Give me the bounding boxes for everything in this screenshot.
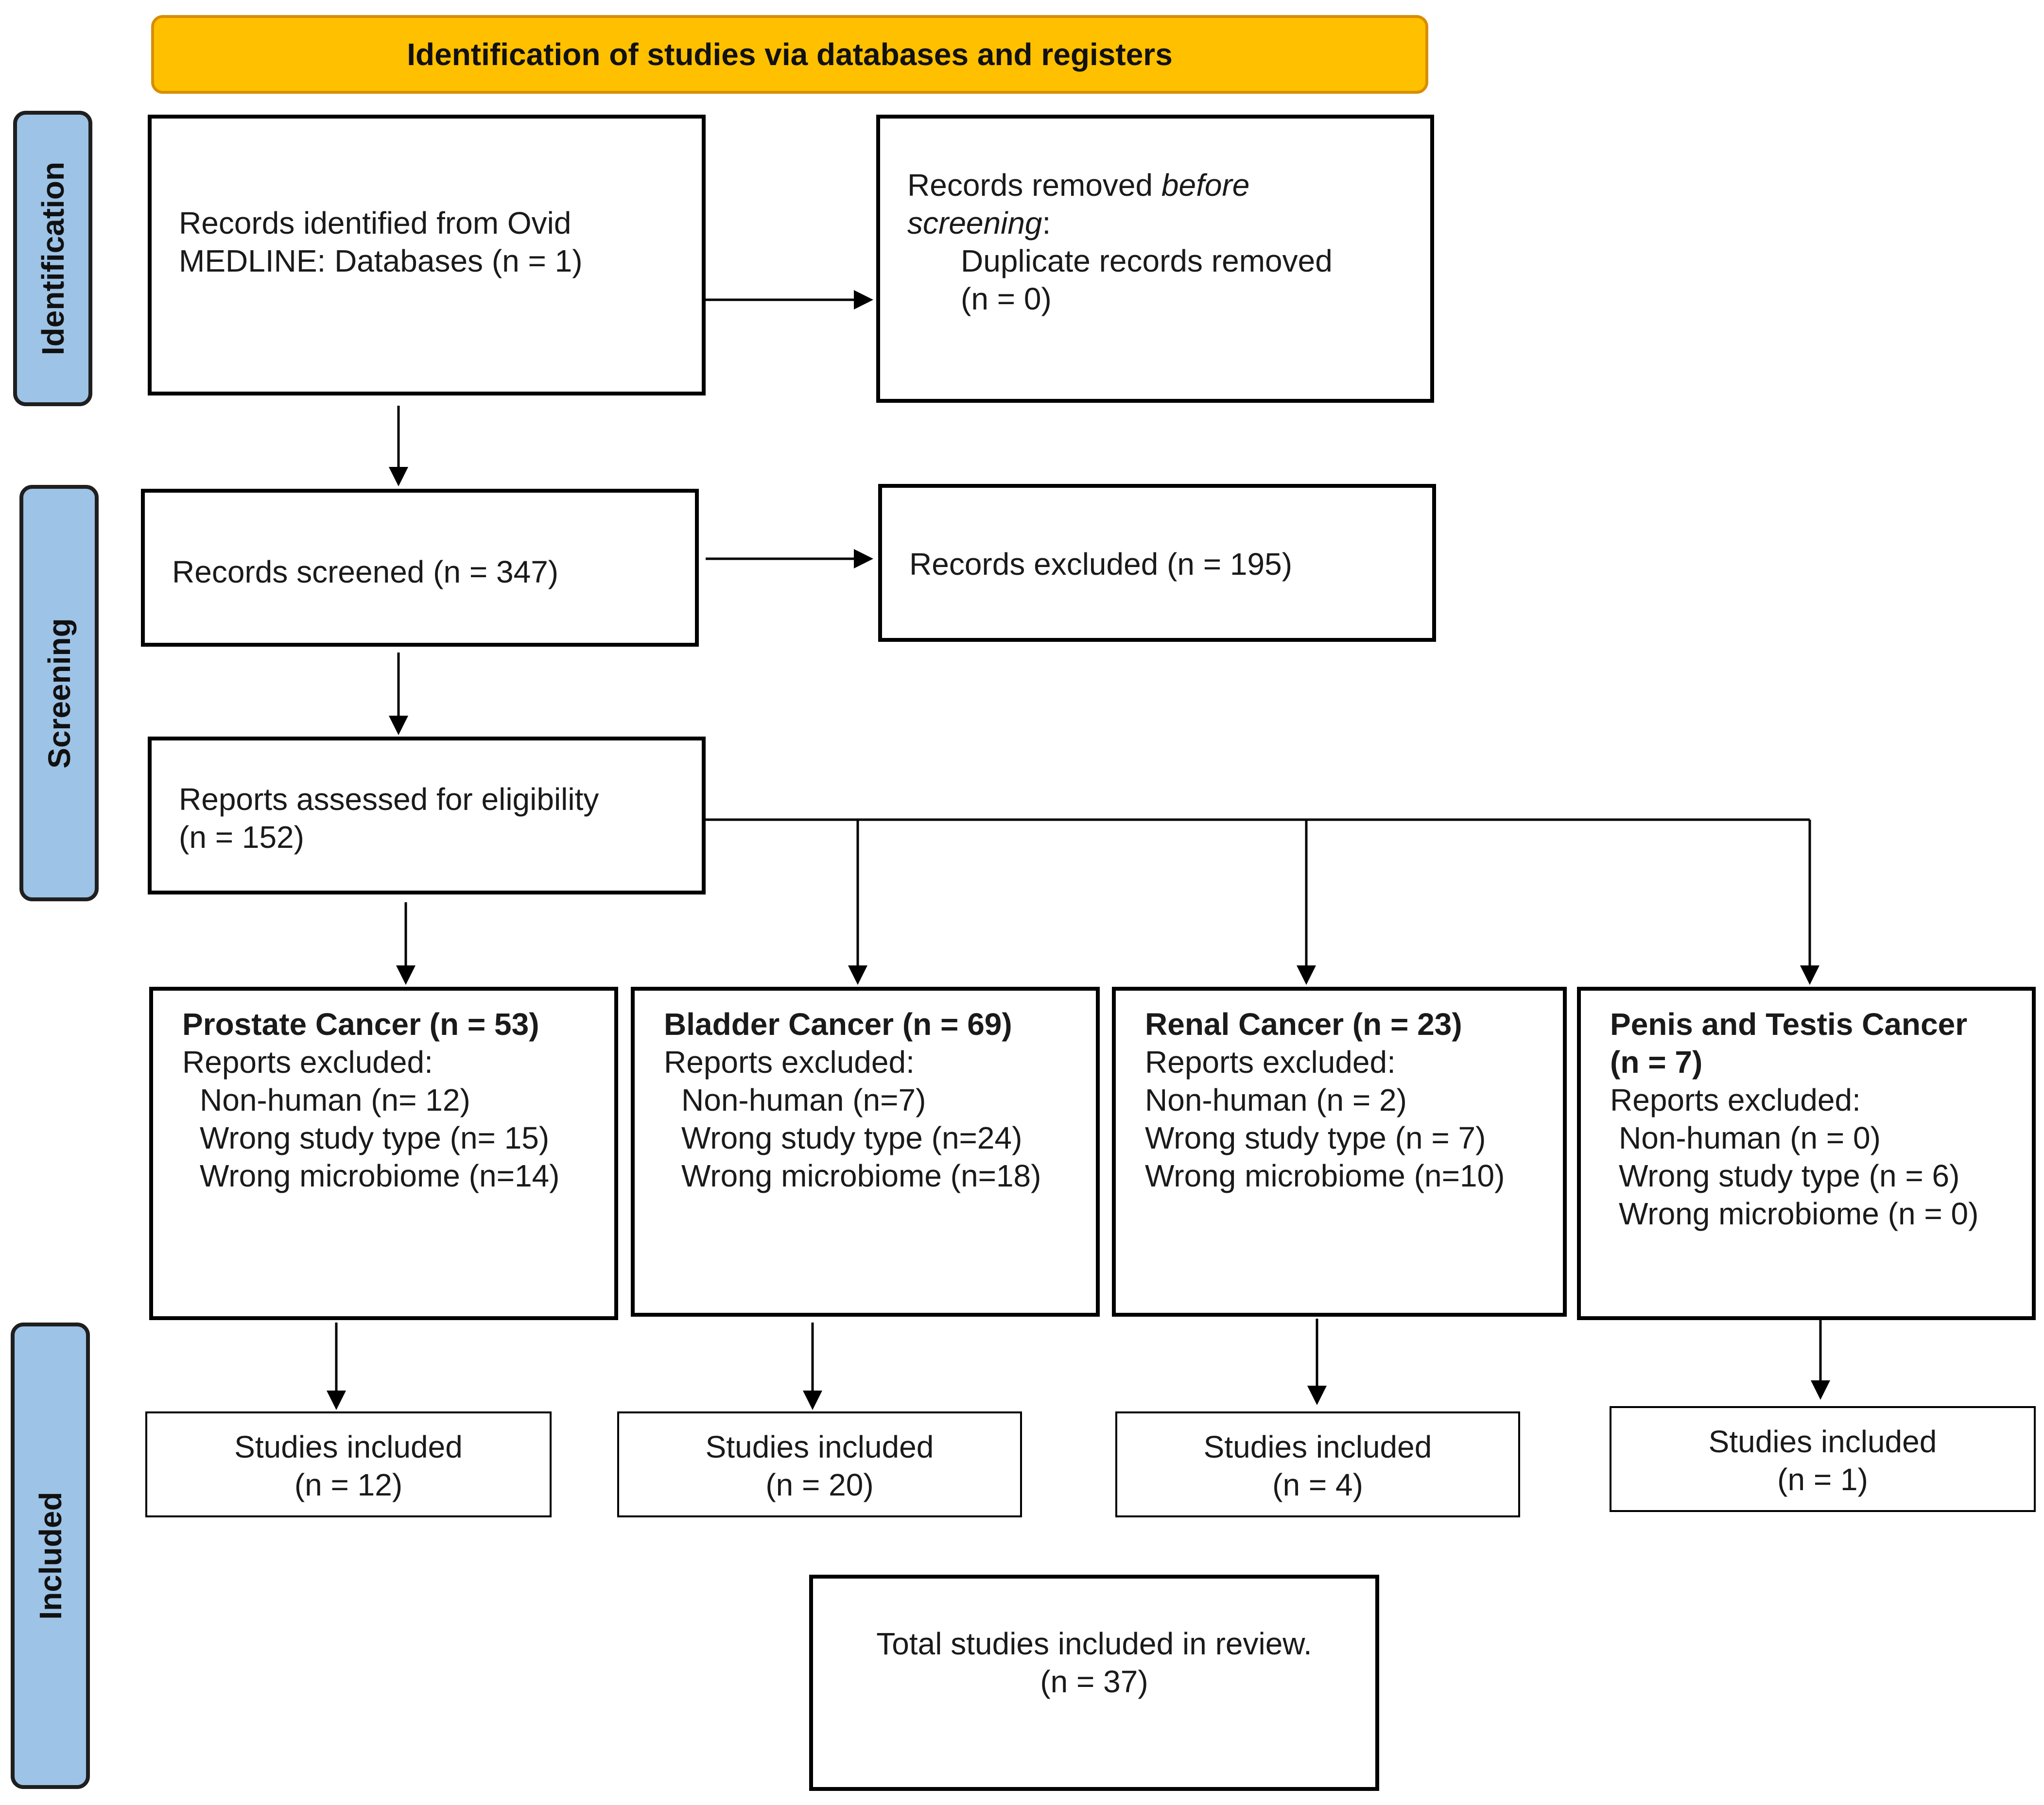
- records-identified-line2: MEDLINE: Databases (n = 1): [179, 243, 583, 278]
- phase-included: Included: [11, 1323, 90, 1789]
- records-screened-text: Records screened (n = 347): [172, 554, 559, 589]
- reports-assessed-line2: (n = 152): [179, 820, 304, 855]
- bladder-cancer-title: Bladder Cancer (n = 69): [664, 1007, 1012, 1042]
- prostate-studies-included-label: Studies included: [234, 1429, 463, 1464]
- prostate-cancer-box: Prostate Cancer (n = 53) Reports exclude…: [149, 987, 618, 1320]
- total-studies-count: (n = 37): [1040, 1664, 1148, 1699]
- identification-banner: Identification of studies via databases …: [151, 15, 1428, 94]
- renal-studies-included-label: Studies included: [1203, 1429, 1432, 1464]
- penis-testis-studies-included-count: (n = 1): [1777, 1462, 1868, 1497]
- renal-wrong-microbiome: Wrong microbiome (n=10): [1145, 1158, 1505, 1193]
- prostate-wrong-microbiome: Wrong microbiome (n=14): [200, 1158, 560, 1193]
- bladder-reports-excluded: Reports excluded:: [664, 1045, 915, 1080]
- renal-non-human: Non-human (n = 2): [1145, 1083, 1407, 1117]
- bladder-wrong-microbiome: Wrong microbiome (n=18): [681, 1158, 1041, 1193]
- renal-cancer-box: Renal Cancer (n = 23) Reports excluded: …: [1112, 987, 1567, 1317]
- records-identified-box: Records identified from Ovid MEDLINE: Da…: [148, 115, 706, 395]
- penis-testis-cancer-box: Penis and Testis Cancer (n = 7) Reports …: [1577, 987, 2036, 1320]
- duplicate-records-label: Duplicate records removed: [961, 243, 1333, 278]
- bladder-wrong-study-type: Wrong study type (n=24): [681, 1120, 1022, 1155]
- records-removed-line2: screening:: [907, 206, 1051, 241]
- bladder-cancer-box: Bladder Cancer (n = 69) Reports excluded…: [631, 987, 1100, 1317]
- renal-studies-included-box: Studies included (n = 4): [1115, 1411, 1520, 1517]
- prostate-cancer-title: Prostate Cancer (n = 53): [182, 1007, 539, 1042]
- records-removed-line1: Records removed before: [907, 168, 1250, 203]
- penis-testis-reports-excluded: Reports excluded:: [1610, 1083, 1861, 1117]
- penis-testis-wrong-study-type: Wrong study type (n = 6): [1619, 1158, 1960, 1193]
- prostate-non-human: Non-human (n= 12): [200, 1083, 470, 1117]
- records-excluded-box: Records excluded (n = 195): [878, 484, 1436, 642]
- penis-testis-wrong-microbiome: Wrong microbiome (n = 0): [1619, 1196, 1979, 1231]
- renal-studies-included-count: (n = 4): [1272, 1467, 1363, 1502]
- records-excluded-text: Records excluded (n = 195): [909, 547, 1292, 582]
- bladder-studies-included-box: Studies included (n = 20): [617, 1411, 1022, 1517]
- reports-assessed-line1: Reports assessed for eligibility: [179, 782, 599, 817]
- phase-screening: Screening: [19, 485, 99, 901]
- prostate-reports-excluded: Reports excluded:: [182, 1045, 433, 1080]
- banner-title: Identification of studies via databases …: [407, 37, 1173, 72]
- duplicate-records-count: (n = 0): [961, 281, 1052, 316]
- total-studies-box: Total studies included in review. (n = 3…: [809, 1575, 1379, 1791]
- penis-testis-title-line2: (n = 7): [1610, 1045, 1703, 1080]
- records-identified-line1: Records identified from Ovid: [179, 206, 572, 241]
- penis-testis-title-line1: Penis and Testis Cancer: [1610, 1007, 1968, 1042]
- bladder-studies-included-label: Studies included: [705, 1429, 934, 1464]
- phase-included-label: Included: [33, 1492, 68, 1620]
- reports-assessed-box: Reports assessed for eligibility (n = 15…: [148, 737, 706, 894]
- phase-screening-label: Screening: [41, 618, 77, 769]
- renal-wrong-study-type: Wrong study type (n = 7): [1145, 1120, 1486, 1155]
- prostate-studies-included-count: (n = 12): [294, 1467, 403, 1502]
- prostate-studies-included-box: Studies included (n = 12): [145, 1411, 552, 1517]
- phase-identification: Identification: [13, 111, 92, 406]
- prostate-wrong-study-type: Wrong study type (n= 15): [200, 1120, 550, 1155]
- phase-identification-label: Identification: [35, 161, 70, 356]
- renal-reports-excluded: Reports excluded:: [1145, 1045, 1396, 1080]
- penis-testis-studies-included-label: Studies included: [1708, 1424, 1937, 1459]
- records-screened-box: Records screened (n = 347): [141, 489, 699, 647]
- penis-testis-non-human: Non-human (n = 0): [1619, 1120, 1881, 1155]
- total-studies-label: Total studies included in review.: [876, 1626, 1312, 1661]
- records-removed-box: Records removed before screening: Duplic…: [876, 115, 1434, 403]
- bladder-non-human: Non-human (n=7): [681, 1083, 926, 1117]
- penis-testis-studies-included-box: Studies included (n = 1): [1610, 1406, 2036, 1512]
- renal-cancer-title: Renal Cancer (n = 23): [1145, 1007, 1462, 1042]
- bladder-studies-included-count: (n = 20): [765, 1467, 874, 1502]
